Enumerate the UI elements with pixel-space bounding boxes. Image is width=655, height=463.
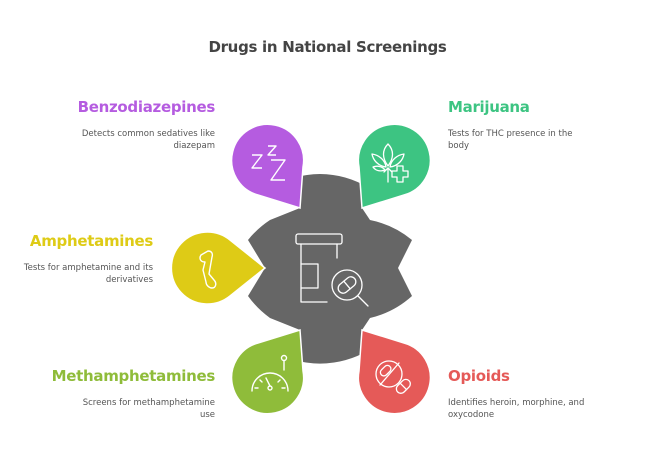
marijuana-description: Tests for THC presence in the body: [448, 129, 573, 151]
amphetamines-title: Amphetamines: [29, 232, 153, 250]
methamphetamines-description: Screens for methamphetamine use: [82, 398, 215, 420]
diagram-title: Drugs in National Screenings: [208, 38, 447, 56]
molecule-chain-icon: [199, 250, 217, 289]
methamphetamines-node: [230, 329, 305, 415]
opioids-label: Opioids Identifies heroin, morphine, and…: [448, 367, 648, 421]
opioids-node: [357, 329, 432, 415]
amphetamines-node: [170, 231, 267, 305]
speedometer-gauge-icon: [251, 354, 289, 392]
benzodiazepines-description: Detects common sedatives like diazepam: [81, 129, 215, 151]
methamphetamines-label: Methamphetamines Screens for methampheta…: [0, 367, 216, 421]
cannabis-leaf-plus-icon: [371, 143, 409, 183]
marijuana-title: Marijuana: [448, 98, 530, 116]
sleep-zzz-icon: [251, 145, 286, 181]
benzodiazepines-title: Benzodiazepines: [77, 98, 216, 116]
benzodiazepines-label: Benzodiazepines Detects common sedatives…: [15, 98, 216, 152]
methamphetamines-title: Methamphetamines: [51, 367, 216, 385]
opioids-title: Opioids: [448, 367, 510, 385]
marijuana-node: [357, 123, 432, 209]
center-gear-shape: [248, 174, 412, 364]
no-pills-icon: [375, 360, 411, 394]
pill-bottle-magnifier-icon: [295, 233, 369, 307]
benzodiazepines-node: [230, 123, 305, 209]
opioids-description: Identifies heroin, morphine, and oxycodo…: [448, 398, 585, 420]
marijuana-label: Marijuana Tests for THC presence in the …: [448, 98, 648, 152]
amphetamines-description: Tests for amphetamine and its derivative…: [23, 263, 153, 285]
amphetamines-label: Amphetamines Tests for amphetamine and i…: [0, 232, 153, 286]
